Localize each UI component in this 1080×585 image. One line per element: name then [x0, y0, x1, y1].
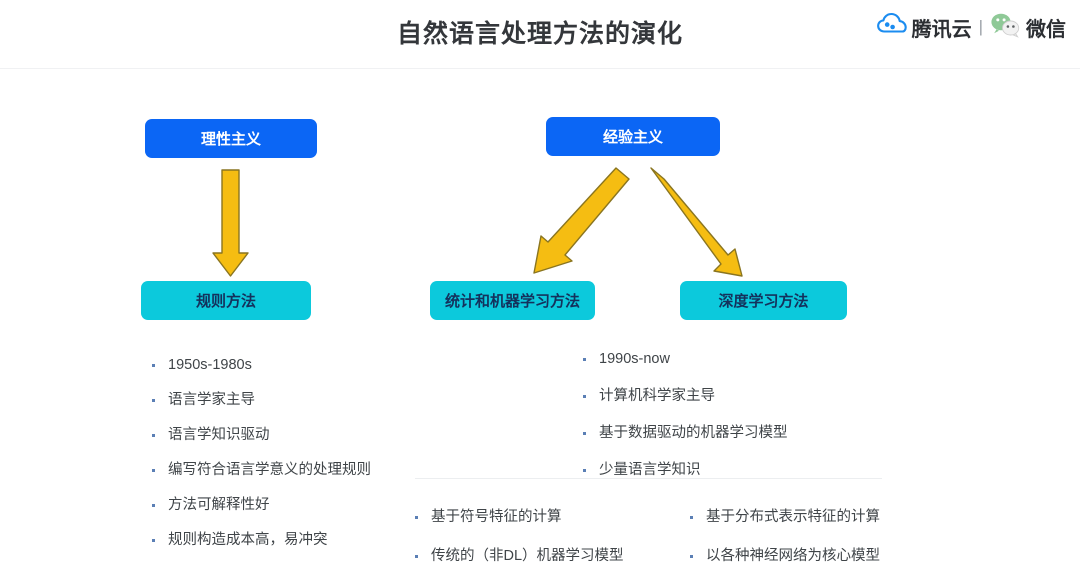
bullet-dot-icon [690, 555, 693, 558]
list-item: 基于分布式表示特征的计算 [690, 508, 880, 526]
wechat-icon [990, 12, 1021, 43]
bullet-dot-icon [152, 434, 155, 437]
list-item-label: 语言学家主导 [168, 392, 255, 408]
deep-method-bullet-list: 基于分布式表示特征的计算 以各种神经网络为核心模型 [690, 508, 880, 585]
arrow-empiricism-to-deep [650, 167, 743, 277]
page-title: 自然语言处理方法的演化 [396, 20, 683, 48]
list-item: 语言学知识驱动 [152, 426, 371, 444]
brand-cloud-label: 腾讯云 [911, 18, 972, 41]
list-item-label: 方法可解释性好 [168, 497, 270, 513]
bullet-dot-icon [152, 469, 155, 472]
list-item-label: 编写符合语言学意义的处理规则 [168, 462, 371, 478]
tencent-cloud-icon [876, 12, 907, 43]
list-item-label: 传统的（非DL）机器学习模型 [431, 548, 624, 564]
bullet-dot-icon [690, 516, 693, 519]
bullet-dot-icon [415, 555, 418, 558]
arrow-rationalism-to-rule [212, 169, 249, 277]
bullet-dot-icon [583, 432, 586, 435]
header-divider [0, 68, 1080, 69]
bullet-dot-icon [583, 358, 586, 361]
bullet-dot-icon [583, 469, 586, 472]
list-item: 语言学家主导 [152, 391, 371, 409]
list-item-label: 基于分布式表示特征的计算 [706, 509, 880, 525]
list-item: 计算机科学家主导 [583, 387, 788, 405]
list-item: 方法可解释性好 [152, 496, 371, 514]
bullet-dot-icon [152, 539, 155, 542]
bullet-dot-icon [415, 516, 418, 519]
list-item-label: 1950s-1980s [168, 357, 252, 373]
arrow-empiricism-to-statistical [533, 167, 630, 274]
list-item-label: 少量语言学知识 [599, 462, 701, 478]
brand-wechat-label: 微信 [1026, 18, 1066, 41]
bullet-dot-icon [152, 399, 155, 402]
bullet-dot-icon [152, 364, 155, 367]
list-item: 基于数据驱动的机器学习模型 [583, 424, 788, 442]
statistical-method-bullet-list: 基于符号特征的计算 传统的（非DL）机器学习模型 [415, 508, 624, 585]
brand-separator: | [978, 17, 983, 36]
sub-divider [415, 478, 882, 479]
bullet-dot-icon [152, 504, 155, 507]
list-item-label: 基于符号特征的计算 [431, 509, 562, 525]
list-item: 规则构造成本高，易冲突 [152, 531, 371, 549]
list-item: 基于符号特征的计算 [415, 508, 624, 526]
node-statistical-method[interactable]: 统计和机器学习方法 [430, 281, 595, 320]
empirical-bullet-list: 1990s-now 计算机科学家主导 基于数据驱动的机器学习模型 少量语言学知识 [583, 350, 788, 498]
brand-logo: 腾讯云 | 微信 [876, 11, 1066, 43]
list-item-label: 基于数据驱动的机器学习模型 [599, 425, 788, 441]
list-item-label: 计算机科学家主导 [599, 388, 715, 404]
list-item: 以各种神经网络为核心模型 [690, 547, 880, 565]
node-deep-method[interactable]: 深度学习方法 [680, 281, 847, 320]
list-item: 传统的（非DL）机器学习模型 [415, 547, 624, 565]
node-rationalism[interactable]: 理性主义 [145, 119, 317, 158]
node-rule-method[interactable]: 规则方法 [141, 281, 311, 320]
list-item: 编写符合语言学意义的处理规则 [152, 461, 371, 479]
list-item: 1950s-1980s [152, 356, 371, 374]
list-item: 少量语言学知识 [583, 461, 788, 479]
rule-method-bullet-list: 1950s-1980s 语言学家主导 语言学知识驱动 编写符合语言学意义的处理规… [152, 356, 371, 566]
list-item-label: 规则构造成本高，易冲突 [168, 532, 328, 548]
node-empiricism[interactable]: 经验主义 [546, 117, 720, 156]
list-item: 1990s-now [583, 350, 788, 368]
bullet-dot-icon [583, 395, 586, 398]
list-item-label: 语言学知识驱动 [168, 427, 270, 443]
list-item-label: 1990s-now [599, 351, 670, 367]
list-item-label: 以各种神经网络为核心模型 [706, 548, 880, 564]
